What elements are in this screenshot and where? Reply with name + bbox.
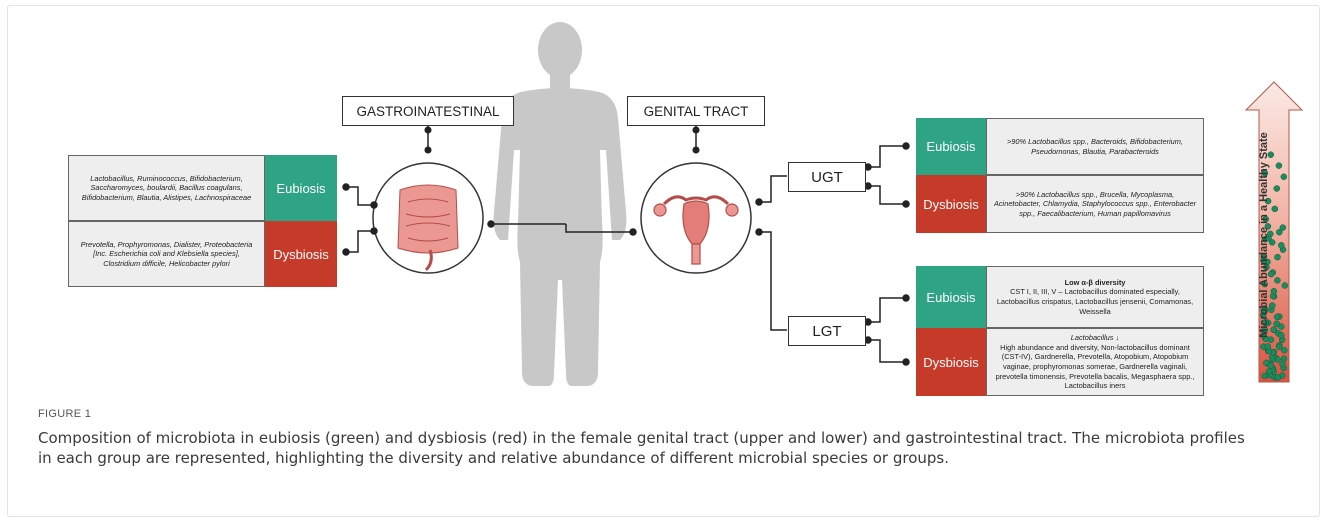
- lgt-connectors: [865, 295, 909, 365]
- genital-tract-label: GENITAL TRACT: [627, 96, 765, 126]
- microbe-dot: [1281, 347, 1287, 353]
- ugt-eubiosis-badge: Eubiosis: [916, 118, 986, 175]
- lgt-label: LGT: [788, 316, 866, 346]
- human-silhouette-icon: [494, 22, 627, 386]
- microbe-dot: [1274, 277, 1280, 283]
- microbe-dot: [1272, 206, 1278, 212]
- microbe-dot: [1271, 288, 1277, 294]
- microbe-dot: [1281, 174, 1287, 180]
- microbe-dot: [1282, 283, 1288, 289]
- microbe-dot: [1280, 225, 1286, 231]
- lgt-eubiosis-species: Low α-β diversity CST I, II, III, V – La…: [986, 266, 1204, 328]
- ugt-eubiosis-species: >90% Lactobacillus spp., Bacteroids, Bif…: [986, 118, 1204, 175]
- microbe-dot: [1275, 254, 1281, 260]
- figure-caption: Composition of microbiota in eubiosis (g…: [38, 428, 1258, 468]
- figure-label: FIGURE 1: [38, 408, 91, 420]
- ugt-dysbiosis-badge: Dysbiosis: [916, 175, 986, 233]
- microbe-dot: [1271, 327, 1277, 333]
- abundance-arrow-icon: [1246, 82, 1302, 382]
- microbe-dot: [1276, 163, 1282, 169]
- microbe-dot: [1262, 373, 1268, 379]
- lgt-dysbiosis-badge: Dysbiosis: [916, 328, 986, 396]
- microbe-dot: [1269, 303, 1275, 309]
- lgt-dysbiosis-title: Lactobacillus ↓: [1071, 333, 1119, 343]
- ugt-label: UGT: [788, 162, 866, 192]
- microbe-dot: [1266, 368, 1272, 374]
- microbe-dot: [1274, 186, 1280, 192]
- microbe-dot: [1274, 314, 1280, 320]
- microbe-dot: [1278, 332, 1284, 338]
- microbe-dot: [1276, 344, 1282, 350]
- microbe-dot: [1274, 321, 1280, 327]
- gastrointestinal-label: GASTROINATESTINAL: [342, 96, 514, 126]
- ugt-connectors: [865, 143, 909, 207]
- gi-dysbiosis-badge: Dysbiosis: [265, 221, 337, 287]
- lgt-eubiosis-badge: Eubiosis: [916, 266, 986, 328]
- gi-connectors: [343, 184, 377, 255]
- lgt-dysbiosis-text: High abundance and diversity, Non-lactob…: [992, 343, 1198, 391]
- gi-dysbiosis-species: Prevotella, Prophyromonas, Dialister, Pr…: [68, 221, 265, 287]
- gi-eubiosis-badge: Eubiosis: [265, 155, 337, 221]
- microbe-dot: [1281, 356, 1287, 362]
- lgt-eubiosis-text: CST I, II, III, V – Lactobacillus domina…: [992, 287, 1198, 316]
- gt-label-connector: [693, 124, 699, 153]
- microbe-dot: [1278, 242, 1284, 248]
- gt-connectors: [756, 176, 787, 330]
- gi-eubiosis-species: Lactobacillus, Ruminococcus, Bifidobacte…: [68, 155, 265, 221]
- abundance-arrow-label: Microbial Abundance in a Healthy State: [1258, 110, 1270, 360]
- microbe-dot: [1268, 363, 1274, 369]
- gi-label-connector: [425, 124, 431, 153]
- lgt-dysbiosis-species: Lactobacillus ↓ High abundance and diver…: [986, 328, 1204, 396]
- ugt-dysbiosis-species: >90% Lactobacillus spp., Brucella, Mycop…: [986, 175, 1204, 233]
- microbe-dot: [1280, 361, 1286, 367]
- lgt-eubiosis-title: Low α-β diversity: [1065, 278, 1126, 288]
- microbe-dot: [1275, 374, 1281, 380]
